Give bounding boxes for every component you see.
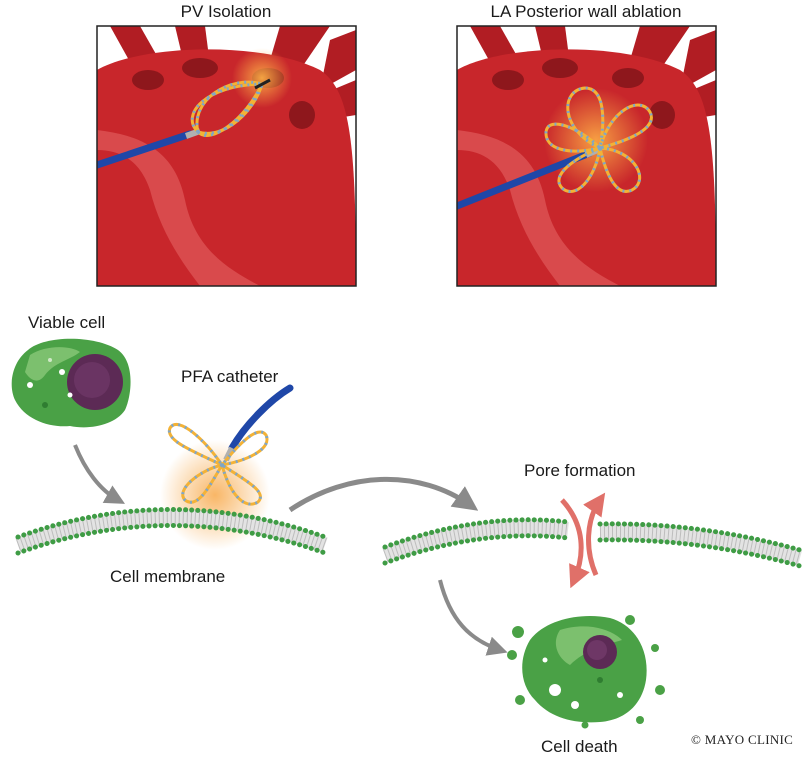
posterior-wall-panel <box>457 26 716 286</box>
copyright-text: © MAYO CLINIC <box>691 732 793 747</box>
cell-membrane-right-broken <box>382 517 803 569</box>
pore-formation-label: Pore formation <box>524 461 636 480</box>
panel-title-pv-isolation: PV Isolation <box>181 2 272 21</box>
viable-cell-label: Viable cell <box>28 313 105 332</box>
arrow-cell-to-membrane <box>73 444 125 504</box>
arrow-to-pore-formation <box>288 476 479 513</box>
pv-isolation-panel <box>97 26 356 286</box>
pore-arrow-up <box>583 492 606 577</box>
cell-death-label: Cell death <box>541 737 618 756</box>
cell-membrane-label: Cell membrane <box>110 567 225 586</box>
cell-membrane-left <box>15 507 328 556</box>
arrow-to-cell-death <box>438 579 508 656</box>
pfa-catheter-label: PFA catheter <box>181 367 279 386</box>
viable-cell <box>11 338 131 428</box>
pore-arrow-down <box>560 498 590 589</box>
dead-cell <box>507 615 665 729</box>
pfa-catheter <box>167 384 294 506</box>
panel-title-posterior-wall: LA Posterior wall ablation <box>491 2 682 21</box>
